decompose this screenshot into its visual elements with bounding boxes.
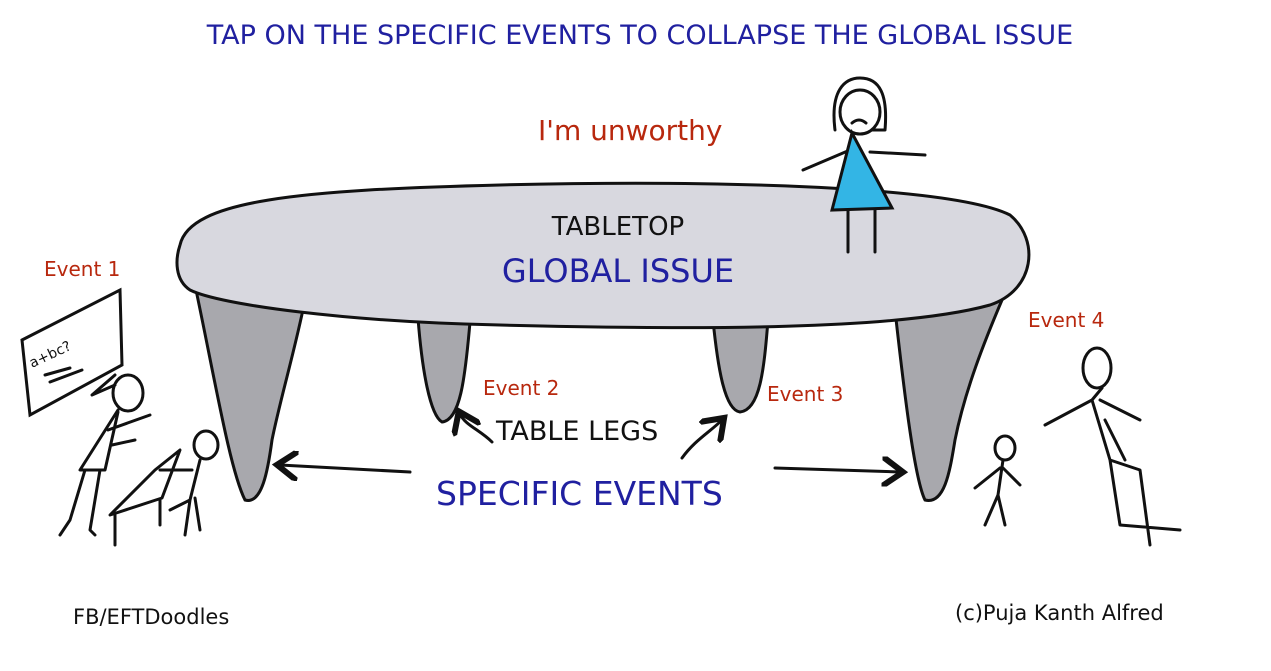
page-title: TAP ON THE SPECIFIC EVENTS TO COLLAPSE T… (206, 20, 1073, 51)
table-leg-4[interactable] (893, 298, 1005, 502)
table-leg-3[interactable] (711, 318, 770, 414)
arrow-to-leg-2 (460, 414, 494, 444)
tabletop (175, 181, 1031, 330)
classroom-scene: a+bc? (20, 287, 220, 547)
small-boy-figure (973, 434, 1022, 527)
global-issue-label: GLOBAL ISSUE (502, 252, 734, 290)
event-1-label[interactable]: Event 1 (44, 257, 120, 281)
table-leg-1[interactable] (194, 288, 307, 502)
table-legs-label: TABLE LEGS (495, 416, 658, 447)
event-2-label[interactable]: Event 2 (483, 376, 559, 400)
belief-text: I'm unworthy (538, 114, 722, 147)
credit-right: (c)Puja Kanth Alfred (955, 601, 1164, 625)
blackboard (20, 287, 124, 418)
tabletop-label: TABLETOP (551, 212, 684, 242)
credit-left: FB/EFTDoodles (73, 605, 229, 629)
table-leg-2[interactable] (416, 316, 472, 424)
event-3-label[interactable]: Event 3 (767, 382, 843, 406)
blue-dress (830, 128, 895, 212)
startled-man-figure (1043, 346, 1182, 547)
arrow-to-leg-4 (773, 468, 900, 472)
specific-events-label[interactable]: SPECIFIC EVENTS (436, 474, 723, 513)
arrow-to-leg-1 (280, 465, 412, 472)
sad-girl-figure (801, 76, 927, 254)
arrow-to-leg-3 (680, 420, 722, 460)
event-4-label[interactable]: Event 4 (1028, 308, 1104, 332)
